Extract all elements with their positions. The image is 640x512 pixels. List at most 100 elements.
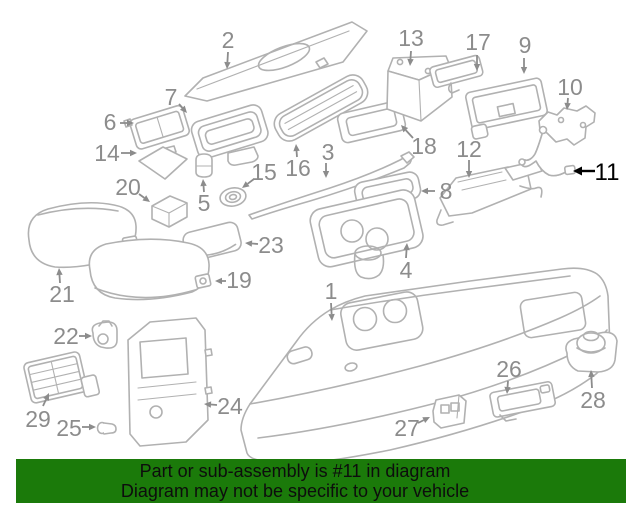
part-29-air-vent: [23, 351, 101, 404]
part-25-clip: [96, 421, 117, 435]
callout-arrow-line: [330, 302, 333, 315]
callout-arrowhead: [573, 166, 582, 176]
callout-number-22: 22: [53, 323, 79, 349]
callout-arrow-line: [590, 376, 593, 389]
part-27-switch-block: [432, 394, 467, 429]
callout-arrow-line: [178, 103, 184, 109]
callout-number-2: 2: [222, 27, 235, 53]
callout-arrowhead: [564, 102, 571, 110]
callout-7: 7: [165, 84, 187, 113]
callout-15: 15: [242, 159, 277, 188]
callout-number-18: 18: [411, 133, 437, 159]
callout-arrowhead: [504, 386, 511, 394]
callout-22: 22: [53, 323, 92, 349]
part-12-hinge-bracket: [436, 160, 543, 226]
callout-arrowhead: [56, 268, 63, 276]
callout-29: 29: [25, 393, 51, 432]
callout-number-26: 26: [496, 356, 522, 382]
callout-arrow-line: [405, 129, 414, 139]
callout-19: 19: [215, 267, 252, 293]
callout-number-12: 12: [456, 136, 482, 162]
callout-number-8: 8: [440, 178, 453, 204]
callout-arrowhead: [403, 243, 410, 251]
callout-number-11: 11: [595, 159, 620, 186]
banner-line-2: Diagram may not be specific to your vehi…: [120, 481, 470, 501]
part-5-knob: [195, 153, 213, 178]
callout-12: 12: [456, 136, 482, 178]
part-14-rubber-pad: [138, 146, 188, 180]
callout-number-7: 7: [165, 84, 178, 110]
callout-arrowhead: [200, 179, 207, 187]
callout-arrowhead: [422, 417, 430, 423]
callout-number-23: 23: [258, 232, 284, 258]
callout-11-highlighted: 11: [573, 159, 619, 186]
callout-arrowhead: [520, 67, 528, 74]
part-1-console-body: [240, 267, 611, 466]
callout-arrowhead: [142, 195, 150, 202]
callout-number-28: 28: [580, 387, 606, 413]
callout-number-29: 29: [25, 406, 51, 432]
part-11-wiring-harness: [518, 125, 577, 177]
callout-arrowhead: [85, 332, 92, 340]
callout-arrow-line: [247, 178, 255, 185]
callout-5: 5: [198, 179, 211, 216]
part-16-rubber-mat: [273, 74, 369, 142]
callout-arrowhead: [215, 277, 222, 285]
callout-arrowhead: [204, 401, 212, 408]
callout-number-24: 24: [217, 393, 243, 419]
callout-24: 24: [204, 393, 243, 419]
callout-28: 28: [580, 370, 606, 413]
callout-17: 17: [465, 29, 491, 71]
part-28-controller-knob: [565, 330, 618, 373]
callout-number-25: 25: [56, 415, 82, 441]
part-2-trim-strip: [184, 21, 368, 102]
callout-number-6: 6: [104, 109, 117, 135]
callout-number-15: 15: [251, 159, 277, 185]
callout-number-27: 27: [394, 415, 420, 441]
callout-27: 27: [394, 415, 430, 441]
callout-arrowhead: [407, 58, 414, 66]
callout-number-3: 3: [322, 139, 335, 165]
callout-arrowhead: [179, 105, 187, 113]
part-19-armrest-lid: [88, 238, 212, 301]
callout-arrowhead: [242, 181, 250, 188]
part-10-bracket: [538, 105, 596, 146]
notice-banner: Part or sub-assembly is #11 in diagram D…: [16, 459, 626, 503]
callout-arrowhead: [224, 61, 231, 69]
callout-13: 13: [398, 25, 424, 66]
part-24-rear-trim-panel: [127, 317, 213, 447]
callout-arrowhead: [473, 64, 481, 71]
callout-arrow-line: [409, 50, 412, 60]
callout-arrow-line: [42, 398, 47, 407]
callout-arrow-line: [58, 274, 61, 284]
callout-14: 14: [94, 140, 137, 166]
callout-number-17: 17: [465, 29, 491, 55]
callout-9: 9: [519, 32, 531, 74]
callout-number-4: 4: [400, 257, 413, 283]
callout-arrow-line: [226, 51, 229, 63]
callout-arrow-line: [138, 193, 145, 199]
callout-arrow-line: [405, 249, 408, 259]
callout-arrowhead: [89, 423, 96, 431]
callout-21: 21: [49, 268, 75, 307]
callout-4: 4: [400, 243, 413, 283]
callout-6: 6: [104, 109, 134, 135]
callout-18: 18: [401, 125, 437, 159]
callout-number-10: 10: [557, 74, 583, 100]
callout-arrowhead: [43, 393, 49, 401]
callout-number-21: 21: [49, 281, 75, 307]
callout-number-20: 20: [115, 174, 141, 200]
callout-arrow-line: [417, 419, 425, 424]
callout-2: 2: [222, 27, 235, 69]
callout-23: 23: [245, 232, 284, 258]
banner-line-1: Part or sub-assembly is #11 in diagram: [139, 461, 451, 481]
callout-number-5: 5: [198, 190, 211, 216]
callout-number-13: 13: [398, 25, 424, 51]
part-20-box: [151, 195, 188, 228]
part-9-tray: [465, 77, 548, 140]
callout-10: 10: [557, 74, 583, 110]
callout-arrowhead: [322, 171, 330, 178]
callout-25: 25: [56, 415, 96, 441]
part-22-latch: [91, 320, 118, 349]
